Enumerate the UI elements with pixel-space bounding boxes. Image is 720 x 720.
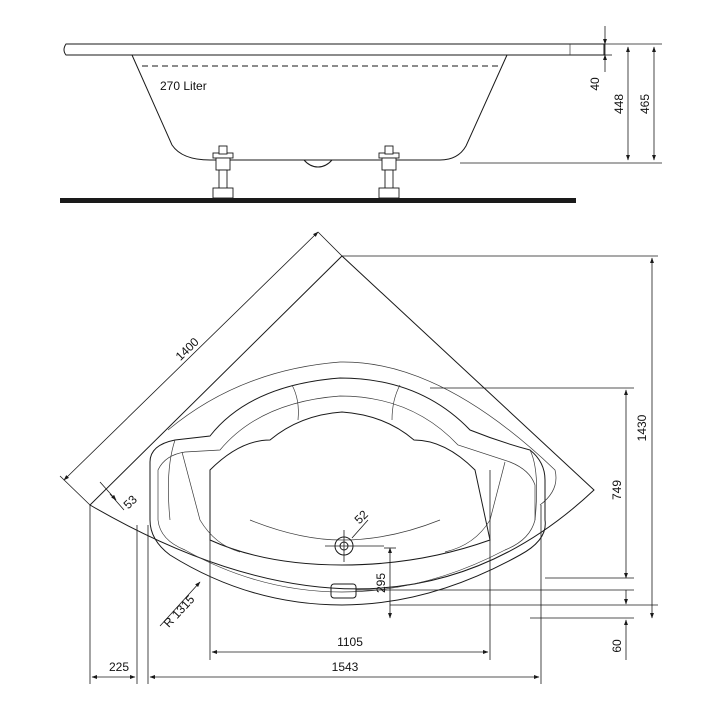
support-foot-left — [212, 145, 234, 199]
top-view: 1400 53 52 1430 749 295 60 R 1315 — [59, 231, 658, 684]
dim-overflow-offset: 295 — [374, 573, 388, 593]
tub-outer-outline — [89, 255, 595, 590]
drain — [325, 530, 384, 562]
dim-seat-depth: 749 — [610, 480, 624, 500]
support-foot-right — [378, 145, 400, 199]
floor-line — [60, 198, 576, 203]
tub-body — [131, 54, 508, 161]
tub-drain-bump — [303, 159, 333, 168]
dim-front-offset: 60 — [610, 639, 624, 653]
dim-inner-height: 448 — [612, 94, 626, 114]
dim-outer-width: 1543 — [332, 660, 359, 674]
tub-rim — [63, 43, 605, 56]
tub-inner-rim — [167, 361, 557, 506]
dim-total-height: 465 — [638, 94, 652, 114]
dim-inner-width: 1105 — [337, 635, 363, 649]
dim-height-total: 1430 — [635, 414, 649, 441]
overflow-fitting — [330, 583, 357, 599]
dim-rim-thickness: 40 — [588, 77, 602, 91]
dim-side-offset: 225 — [109, 660, 129, 674]
volume-label: 270 Liter — [160, 79, 207, 93]
side-view: 270 Liter 40 448 4 — [60, 26, 662, 203]
dim-radius: R 1315 — [161, 592, 198, 630]
dim-drain-diameter: 52 — [352, 507, 372, 527]
